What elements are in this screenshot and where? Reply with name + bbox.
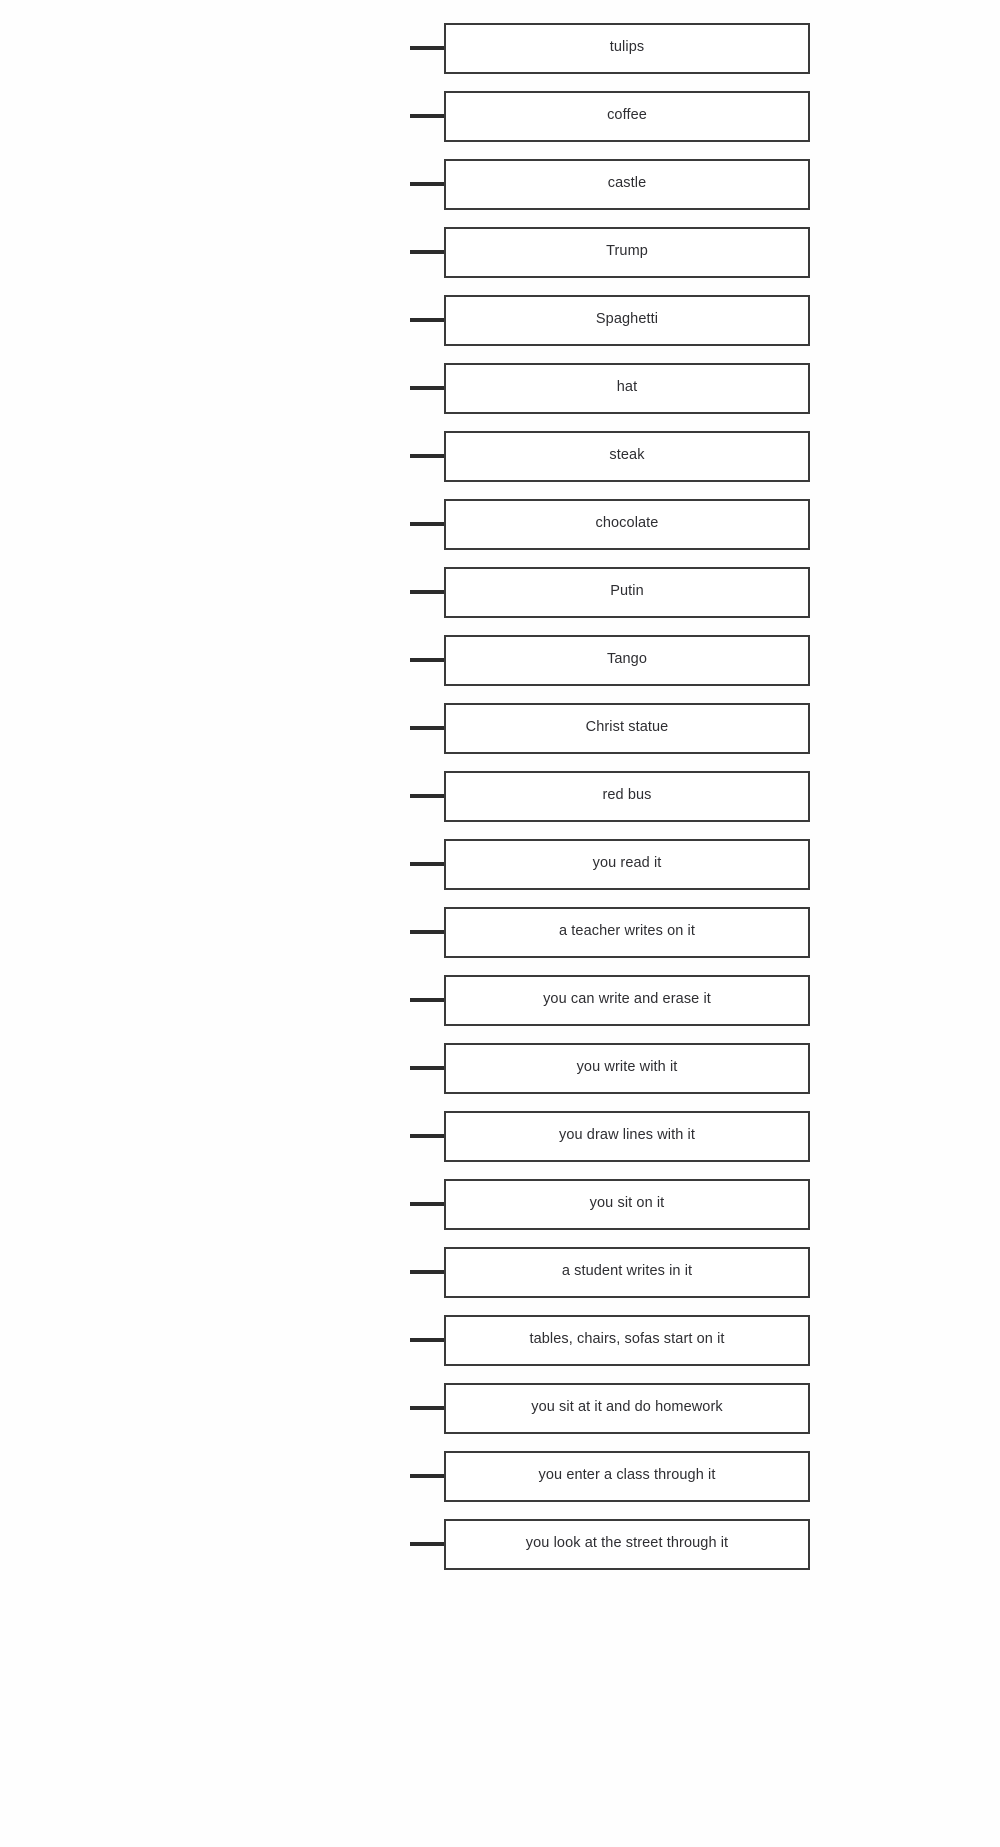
- node-row[interactable]: Tango: [410, 626, 810, 694]
- branch-connector-icon: [410, 1202, 444, 1206]
- node-box[interactable]: Spaghetti: [444, 294, 810, 346]
- node-box[interactable]: tables, chairs, sofas start on it: [444, 1314, 810, 1366]
- node-row[interactable]: Christ statue: [410, 694, 810, 762]
- node-row[interactable]: chocolate: [410, 490, 810, 558]
- branch-connector-icon: [410, 522, 444, 526]
- branch-connector-icon: [410, 862, 444, 866]
- branch-connector-icon: [410, 998, 444, 1002]
- node-label: castle: [607, 175, 647, 192]
- node-box[interactable]: you look at the street through it: [444, 1518, 810, 1570]
- node-row[interactable]: you sit at it and do homework: [410, 1374, 810, 1442]
- node-label: you read it: [592, 855, 662, 872]
- node-box[interactable]: red bus: [444, 770, 810, 822]
- node-box[interactable]: you sit at it and do homework: [444, 1382, 810, 1434]
- branch-connector-icon: [410, 454, 444, 458]
- branch-connector-icon: [410, 318, 444, 322]
- node-box[interactable]: steak: [444, 430, 810, 482]
- branch-connector-icon: [410, 1066, 444, 1070]
- node-label: Tango: [606, 651, 647, 668]
- node-row[interactable]: you write with it: [410, 1034, 810, 1102]
- node-label: hat: [616, 379, 638, 396]
- branch-connector-icon: [410, 794, 444, 798]
- branch-connector-icon: [410, 658, 444, 662]
- node-box[interactable]: castle: [444, 158, 810, 210]
- branch-connector-icon: [410, 590, 444, 594]
- branch-connector-icon: [410, 46, 444, 50]
- branch-connector-icon: [410, 1270, 444, 1274]
- node-box[interactable]: you enter a class through it: [444, 1450, 810, 1502]
- node-box[interactable]: a student writes in it: [444, 1246, 810, 1298]
- branch-connector-icon: [410, 930, 444, 934]
- node-box[interactable]: hat: [444, 362, 810, 414]
- node-label: a teacher writes on it: [559, 923, 695, 940]
- node-box[interactable]: chocolate: [444, 498, 810, 550]
- node-box[interactable]: you read it: [444, 838, 810, 890]
- node-label: you write with it: [576, 1059, 678, 1076]
- node-row[interactable]: you enter a class through it: [410, 1442, 810, 1510]
- node-label: you draw lines with it: [559, 1127, 695, 1144]
- node-row[interactable]: Putin: [410, 558, 810, 626]
- node-label: a student writes in it: [561, 1263, 693, 1280]
- node-label: Spaghetti: [595, 311, 659, 328]
- node-row[interactable]: a teacher writes on it: [410, 898, 810, 966]
- node-label: you enter a class through it: [538, 1467, 716, 1484]
- node-row[interactable]: a student writes in it: [410, 1238, 810, 1306]
- node-label: coffee: [607, 107, 647, 124]
- branch-connector-icon: [410, 1474, 444, 1478]
- branch-connector-icon: [410, 386, 444, 390]
- node-label: Putin: [610, 583, 644, 600]
- branch-connector-icon: [410, 1338, 444, 1342]
- node-row[interactable]: coffee: [410, 82, 810, 150]
- node-box[interactable]: Trump: [444, 226, 810, 278]
- node-box[interactable]: a teacher writes on it: [444, 906, 810, 958]
- node-label: you look at the street through it: [525, 1535, 729, 1552]
- node-row[interactable]: Trump: [410, 218, 810, 286]
- node-row[interactable]: steak: [410, 422, 810, 490]
- node-box[interactable]: you sit on it: [444, 1178, 810, 1230]
- node-row[interactable]: you draw lines with it: [410, 1102, 810, 1170]
- node-box[interactable]: you write with it: [444, 1042, 810, 1094]
- branch-connector-icon: [410, 250, 444, 254]
- node-label: tables, chairs, sofas start on it: [529, 1331, 725, 1348]
- node-row[interactable]: Spaghetti: [410, 286, 810, 354]
- node-row[interactable]: you look at the street through it: [410, 1510, 810, 1578]
- node-label: you can write and erase it: [543, 991, 711, 1008]
- node-label: chocolate: [595, 515, 659, 532]
- node-label: red bus: [602, 787, 652, 804]
- branch-connector-icon: [410, 726, 444, 730]
- node-row[interactable]: you sit on it: [410, 1170, 810, 1238]
- node-box[interactable]: coffee: [444, 90, 810, 142]
- node-label: you sit at it and do homework: [531, 1399, 723, 1416]
- node-label: Christ statue: [585, 719, 669, 736]
- branch-connector-icon: [410, 1134, 444, 1138]
- branch-connector-icon: [410, 182, 444, 186]
- node-box[interactable]: Putin: [444, 566, 810, 618]
- node-box[interactable]: you can write and erase it: [444, 974, 810, 1026]
- node-box[interactable]: tulips: [444, 22, 810, 74]
- node-row[interactable]: tulips: [410, 14, 810, 82]
- branch-connector-icon: [410, 1542, 444, 1546]
- node-label: steak: [609, 447, 645, 464]
- node-row[interactable]: castle: [410, 150, 810, 218]
- branch-connector-icon: [410, 114, 444, 118]
- node-label: you sit on it: [589, 1195, 665, 1212]
- node-box[interactable]: Tango: [444, 634, 810, 686]
- node-row[interactable]: red bus: [410, 762, 810, 830]
- diagram-left-gutter: [0, 0, 410, 1847]
- node-box[interactable]: you draw lines with it: [444, 1110, 810, 1162]
- node-label: Trump: [606, 243, 648, 260]
- branch-connector-icon: [410, 1406, 444, 1410]
- node-label: tulips: [609, 39, 645, 56]
- node-row[interactable]: you read it: [410, 830, 810, 898]
- node-row[interactable]: tables, chairs, sofas start on it: [410, 1306, 810, 1374]
- node-box[interactable]: Christ statue: [444, 702, 810, 754]
- node-row[interactable]: you can write and erase it: [410, 966, 810, 1034]
- node-row[interactable]: hat: [410, 354, 810, 422]
